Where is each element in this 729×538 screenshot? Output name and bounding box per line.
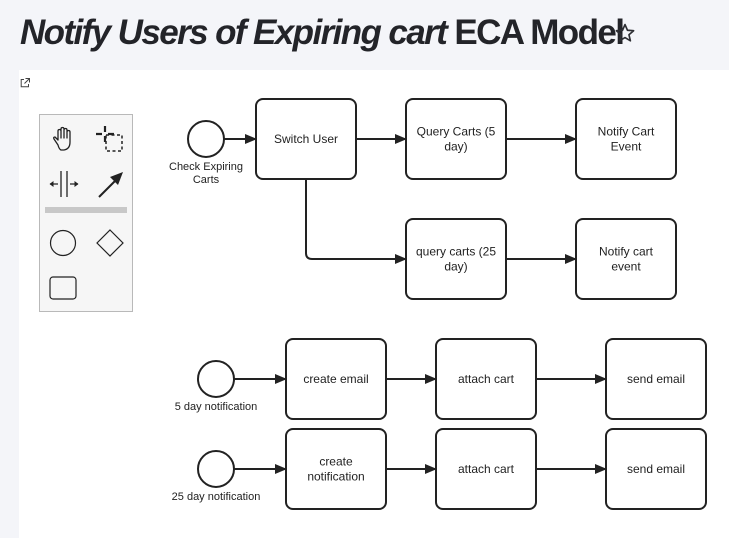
task-box bbox=[435, 338, 537, 420]
task-label: create bbox=[319, 455, 353, 469]
start-event-node[interactable]: 25 day notification bbox=[172, 450, 261, 503]
event-label: 25 day notification bbox=[172, 491, 261, 503]
task-box bbox=[575, 218, 677, 300]
task-label: Notify cart bbox=[599, 245, 654, 259]
page-title: Notify Users of Expiring cart ECA Model bbox=[20, 12, 625, 54]
task-label: notification bbox=[307, 470, 364, 484]
task-box bbox=[405, 98, 507, 180]
tool-palette bbox=[39, 114, 133, 312]
external-link-icon[interactable] bbox=[19, 77, 31, 89]
task-label: day) bbox=[444, 140, 467, 154]
task-box bbox=[435, 428, 537, 510]
title-italic-part: Notify Users of Expiring cart bbox=[20, 13, 448, 52]
sequence-flow[interactable] bbox=[305, 179, 407, 264]
task-label: create email bbox=[303, 372, 368, 386]
task-node[interactable]: send email bbox=[605, 428, 707, 510]
lasso-tool-icon[interactable] bbox=[94, 123, 126, 155]
title-model-part: ECA Model bbox=[454, 13, 625, 52]
task-label: attach cart bbox=[458, 372, 515, 386]
start-event-circle bbox=[197, 450, 235, 488]
start-event-node[interactable]: 5 day notification bbox=[175, 360, 258, 413]
task-box bbox=[605, 428, 707, 510]
start-event-circle bbox=[187, 120, 225, 158]
task-label: Event bbox=[611, 140, 642, 154]
task-label: event bbox=[611, 260, 641, 274]
page-header: Notify Users of Expiring cart ECA Model bbox=[0, 0, 729, 70]
task-box bbox=[255, 98, 357, 180]
connect-tool-icon[interactable] bbox=[96, 170, 126, 200]
task-node[interactable]: attach cart bbox=[435, 428, 537, 510]
palette-separator bbox=[45, 207, 127, 213]
event-label: 5 day notification bbox=[175, 401, 258, 413]
start-event-circle bbox=[197, 360, 235, 398]
task-icon[interactable] bbox=[49, 276, 77, 300]
task-box bbox=[605, 338, 707, 420]
event-label: Check Expiring bbox=[169, 161, 243, 173]
task-label: Switch User bbox=[274, 132, 338, 146]
task-box bbox=[285, 428, 387, 510]
gateway-icon[interactable] bbox=[95, 228, 125, 258]
start-event-icon[interactable] bbox=[48, 228, 78, 258]
event-label: Carts bbox=[193, 174, 220, 186]
task-label: attach cart bbox=[458, 462, 515, 476]
hand-tool-icon[interactable] bbox=[49, 125, 79, 155]
task-label: send email bbox=[627, 462, 685, 476]
task-box bbox=[405, 218, 507, 300]
task-label: Notify Cart bbox=[598, 125, 655, 139]
task-node[interactable]: create email bbox=[285, 338, 387, 420]
task-label: send email bbox=[627, 372, 685, 386]
task-box bbox=[575, 98, 677, 180]
task-node[interactable]: attach cart bbox=[435, 338, 537, 420]
task-node[interactable]: Switch User bbox=[255, 98, 357, 180]
task-label: Query Carts (5 bbox=[417, 125, 496, 139]
space-tool-icon[interactable] bbox=[48, 169, 80, 199]
task-node[interactable]: send email bbox=[605, 338, 707, 420]
star-icon[interactable] bbox=[614, 22, 636, 44]
task-box bbox=[285, 338, 387, 420]
task-label: day) bbox=[444, 260, 467, 274]
task-label: query carts (25 bbox=[416, 245, 496, 259]
